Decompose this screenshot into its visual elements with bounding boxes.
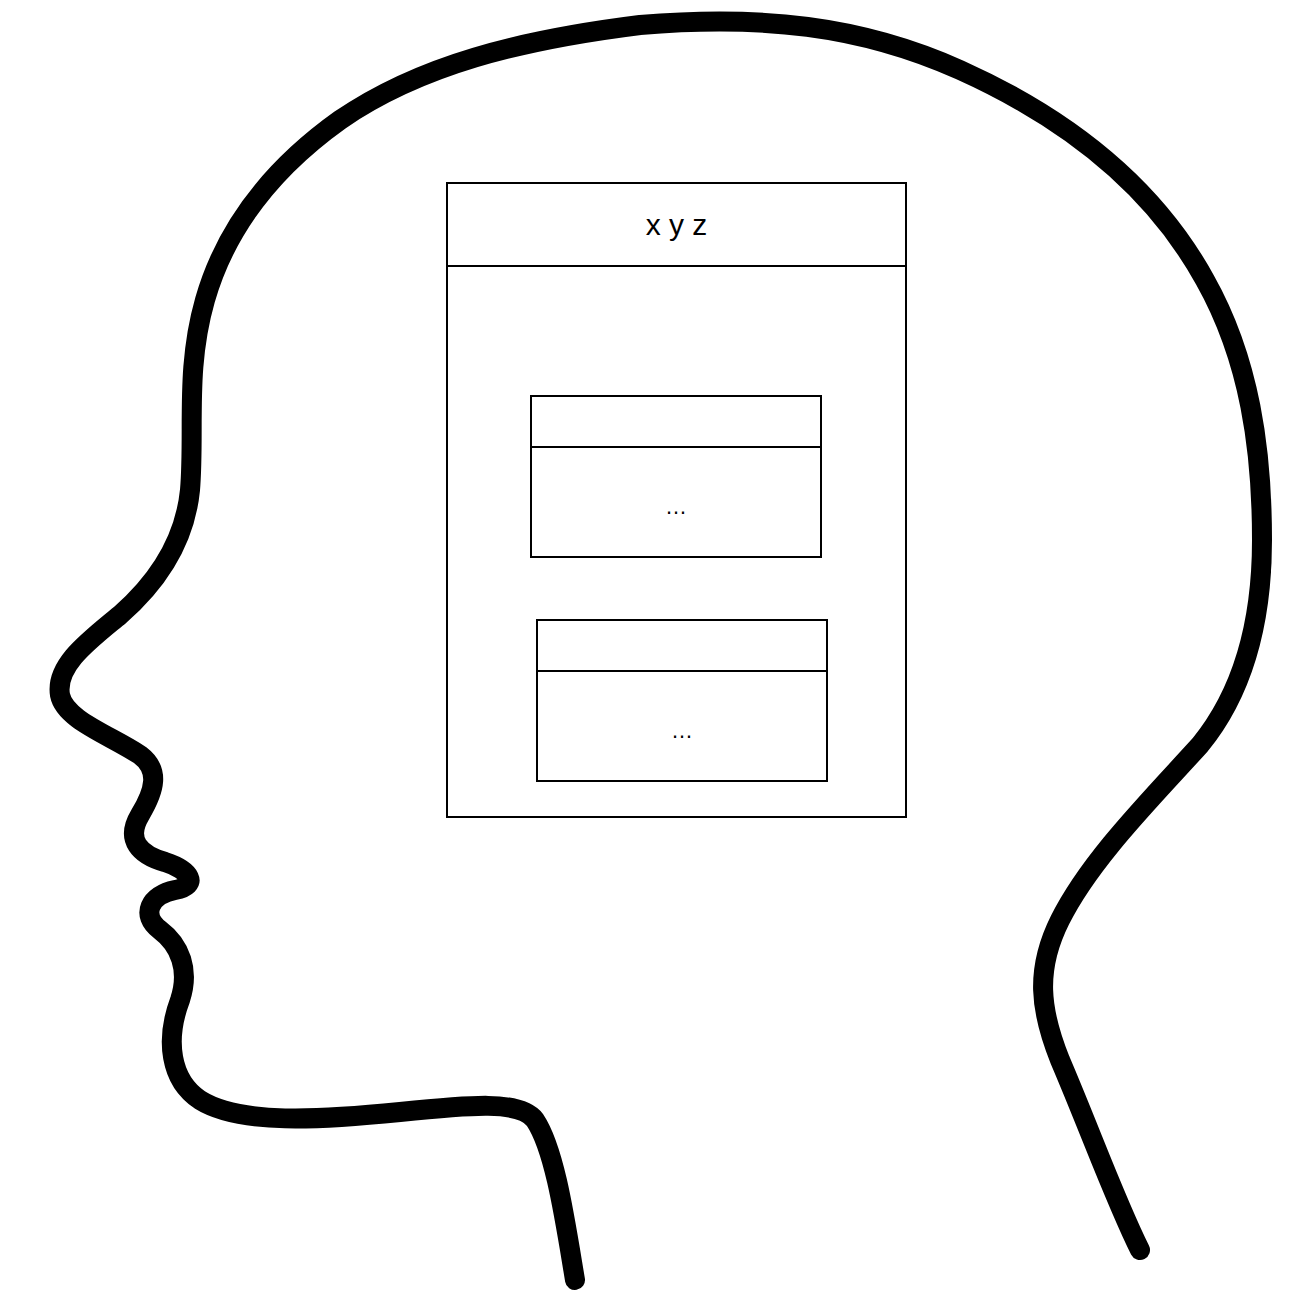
body-text: … <box>538 718 826 744</box>
box-header <box>532 397 820 448</box>
box-body: … <box>538 672 826 780</box>
box-header <box>538 621 826 672</box>
class-box: x y z…… <box>446 182 907 818</box>
box-body: …… <box>448 267 905 816</box>
inner-class-box: … <box>536 619 828 782</box>
body-text: … <box>532 494 820 520</box>
head-outline <box>60 21 1262 1280</box>
box-header: x y z <box>448 184 905 267</box>
header-text: x y z <box>646 208 708 242</box>
inner-class-box: … <box>530 395 822 558</box>
box-body: … <box>532 448 820 556</box>
